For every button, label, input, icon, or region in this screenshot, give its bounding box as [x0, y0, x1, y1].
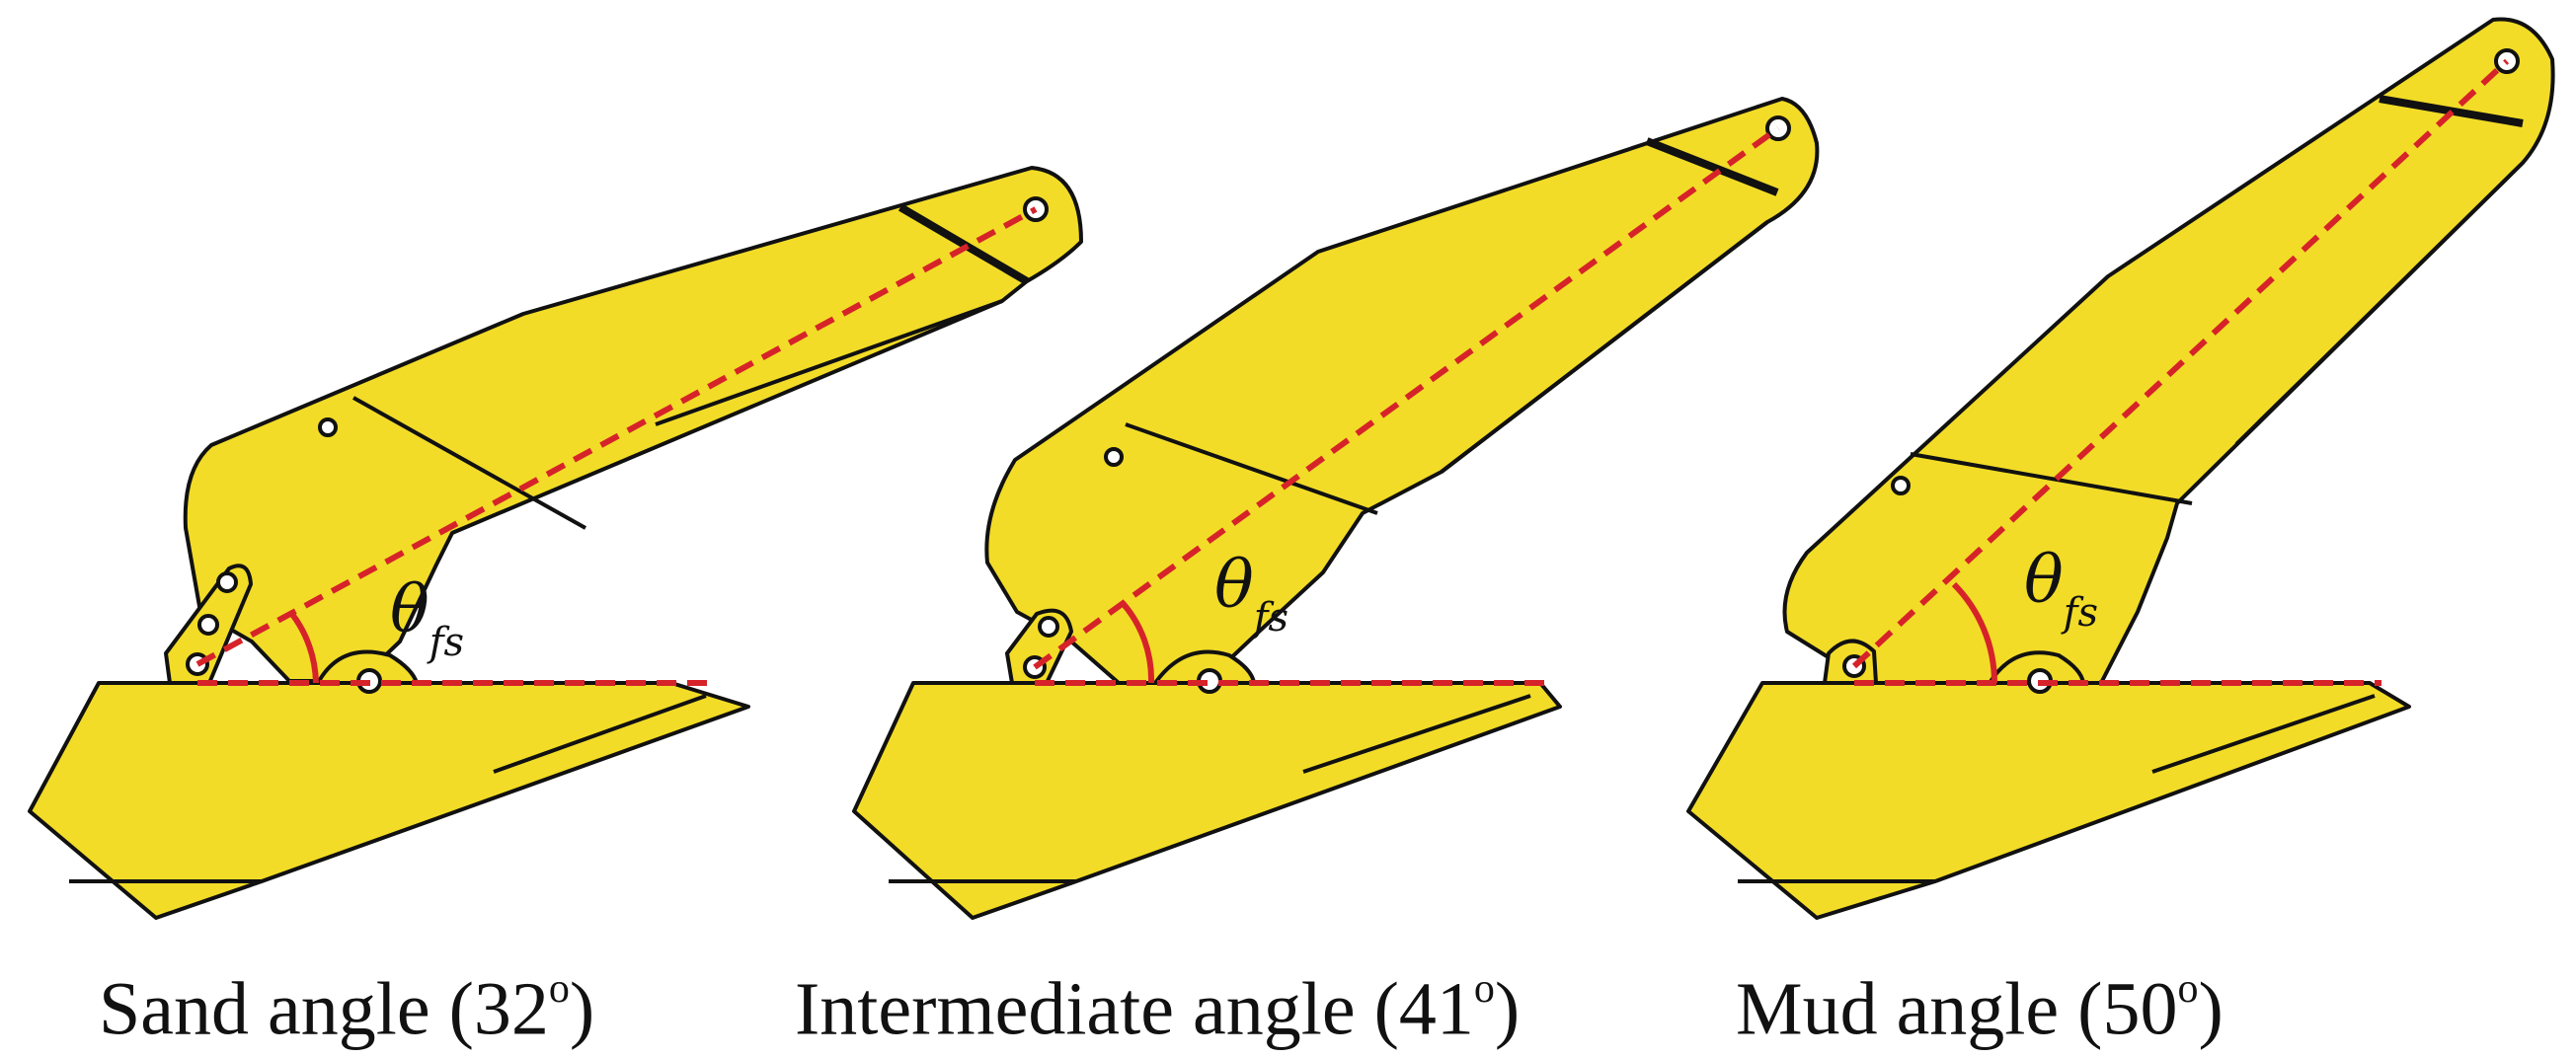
- theta-label: θfs: [2024, 542, 2098, 636]
- shank: [1782, 17, 2555, 685]
- shank-axis: [1851, 58, 2510, 669]
- hinge-assembly: [1005, 608, 1256, 694]
- hinge-assembly: [164, 564, 419, 694]
- shank: [984, 97, 1820, 685]
- reference-lines: [1851, 58, 2510, 686]
- caption-intermediate-angle: Intermediate angle (41o): [795, 966, 1521, 1051]
- caption-mud-angle: Mud angle (50o): [1736, 966, 2224, 1051]
- angle-arc: [1951, 581, 1998, 684]
- angle-arc: [1120, 601, 1155, 684]
- reference-lines: [195, 206, 1038, 686]
- shank-axis: [1033, 125, 1780, 670]
- theta-label: θfs: [1214, 547, 1288, 641]
- theta-label: θfs: [390, 571, 464, 665]
- anchor-sand: θfs: [28, 166, 1083, 920]
- fluke: [1686, 681, 2411, 920]
- angle-arc: [288, 611, 319, 684]
- shank-axis: [195, 206, 1038, 667]
- anchor-mud: θfs: [1686, 17, 2555, 920]
- fluke: [852, 681, 1562, 920]
- anchor-intermediate: θfs: [852, 97, 1820, 920]
- caption-sand-angle: Sand angle (32o): [99, 966, 595, 1051]
- reference-lines: [1033, 125, 1780, 686]
- hinge-assembly: [1823, 639, 2085, 694]
- fluke: [28, 681, 750, 920]
